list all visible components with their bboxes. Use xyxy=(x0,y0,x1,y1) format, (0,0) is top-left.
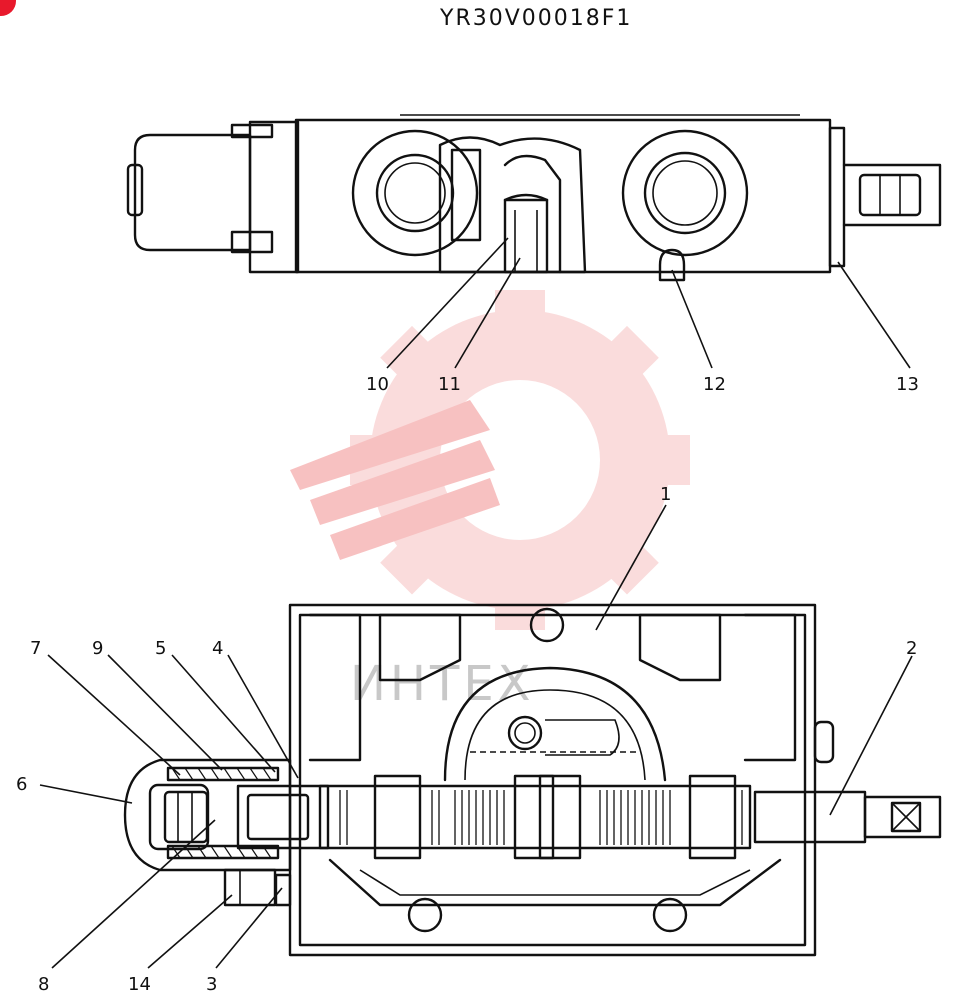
callout-1: 1 xyxy=(660,484,671,505)
drawing-code: YR30V00018F1 xyxy=(440,6,633,31)
callout-11: 11 xyxy=(438,374,461,395)
section-view xyxy=(123,603,942,957)
callout-4: 4 xyxy=(212,638,223,659)
watermark-text: ИНТЕХ xyxy=(350,656,535,712)
callout-14: 14 xyxy=(128,974,151,995)
watermark-gear-icon xyxy=(290,290,690,630)
callout-12: 12 xyxy=(703,374,726,395)
top-view xyxy=(126,114,942,282)
callout-3: 3 xyxy=(206,974,217,995)
callout-2: 2 xyxy=(906,638,917,659)
callout-10: 10 xyxy=(366,374,389,395)
callout-5: 5 xyxy=(155,638,166,659)
callout-8: 8 xyxy=(38,974,49,995)
callout-7: 7 xyxy=(30,638,41,659)
callout-13: 13 xyxy=(896,374,919,395)
callout-6: 6 xyxy=(16,774,27,795)
callout-9: 9 xyxy=(92,638,103,659)
